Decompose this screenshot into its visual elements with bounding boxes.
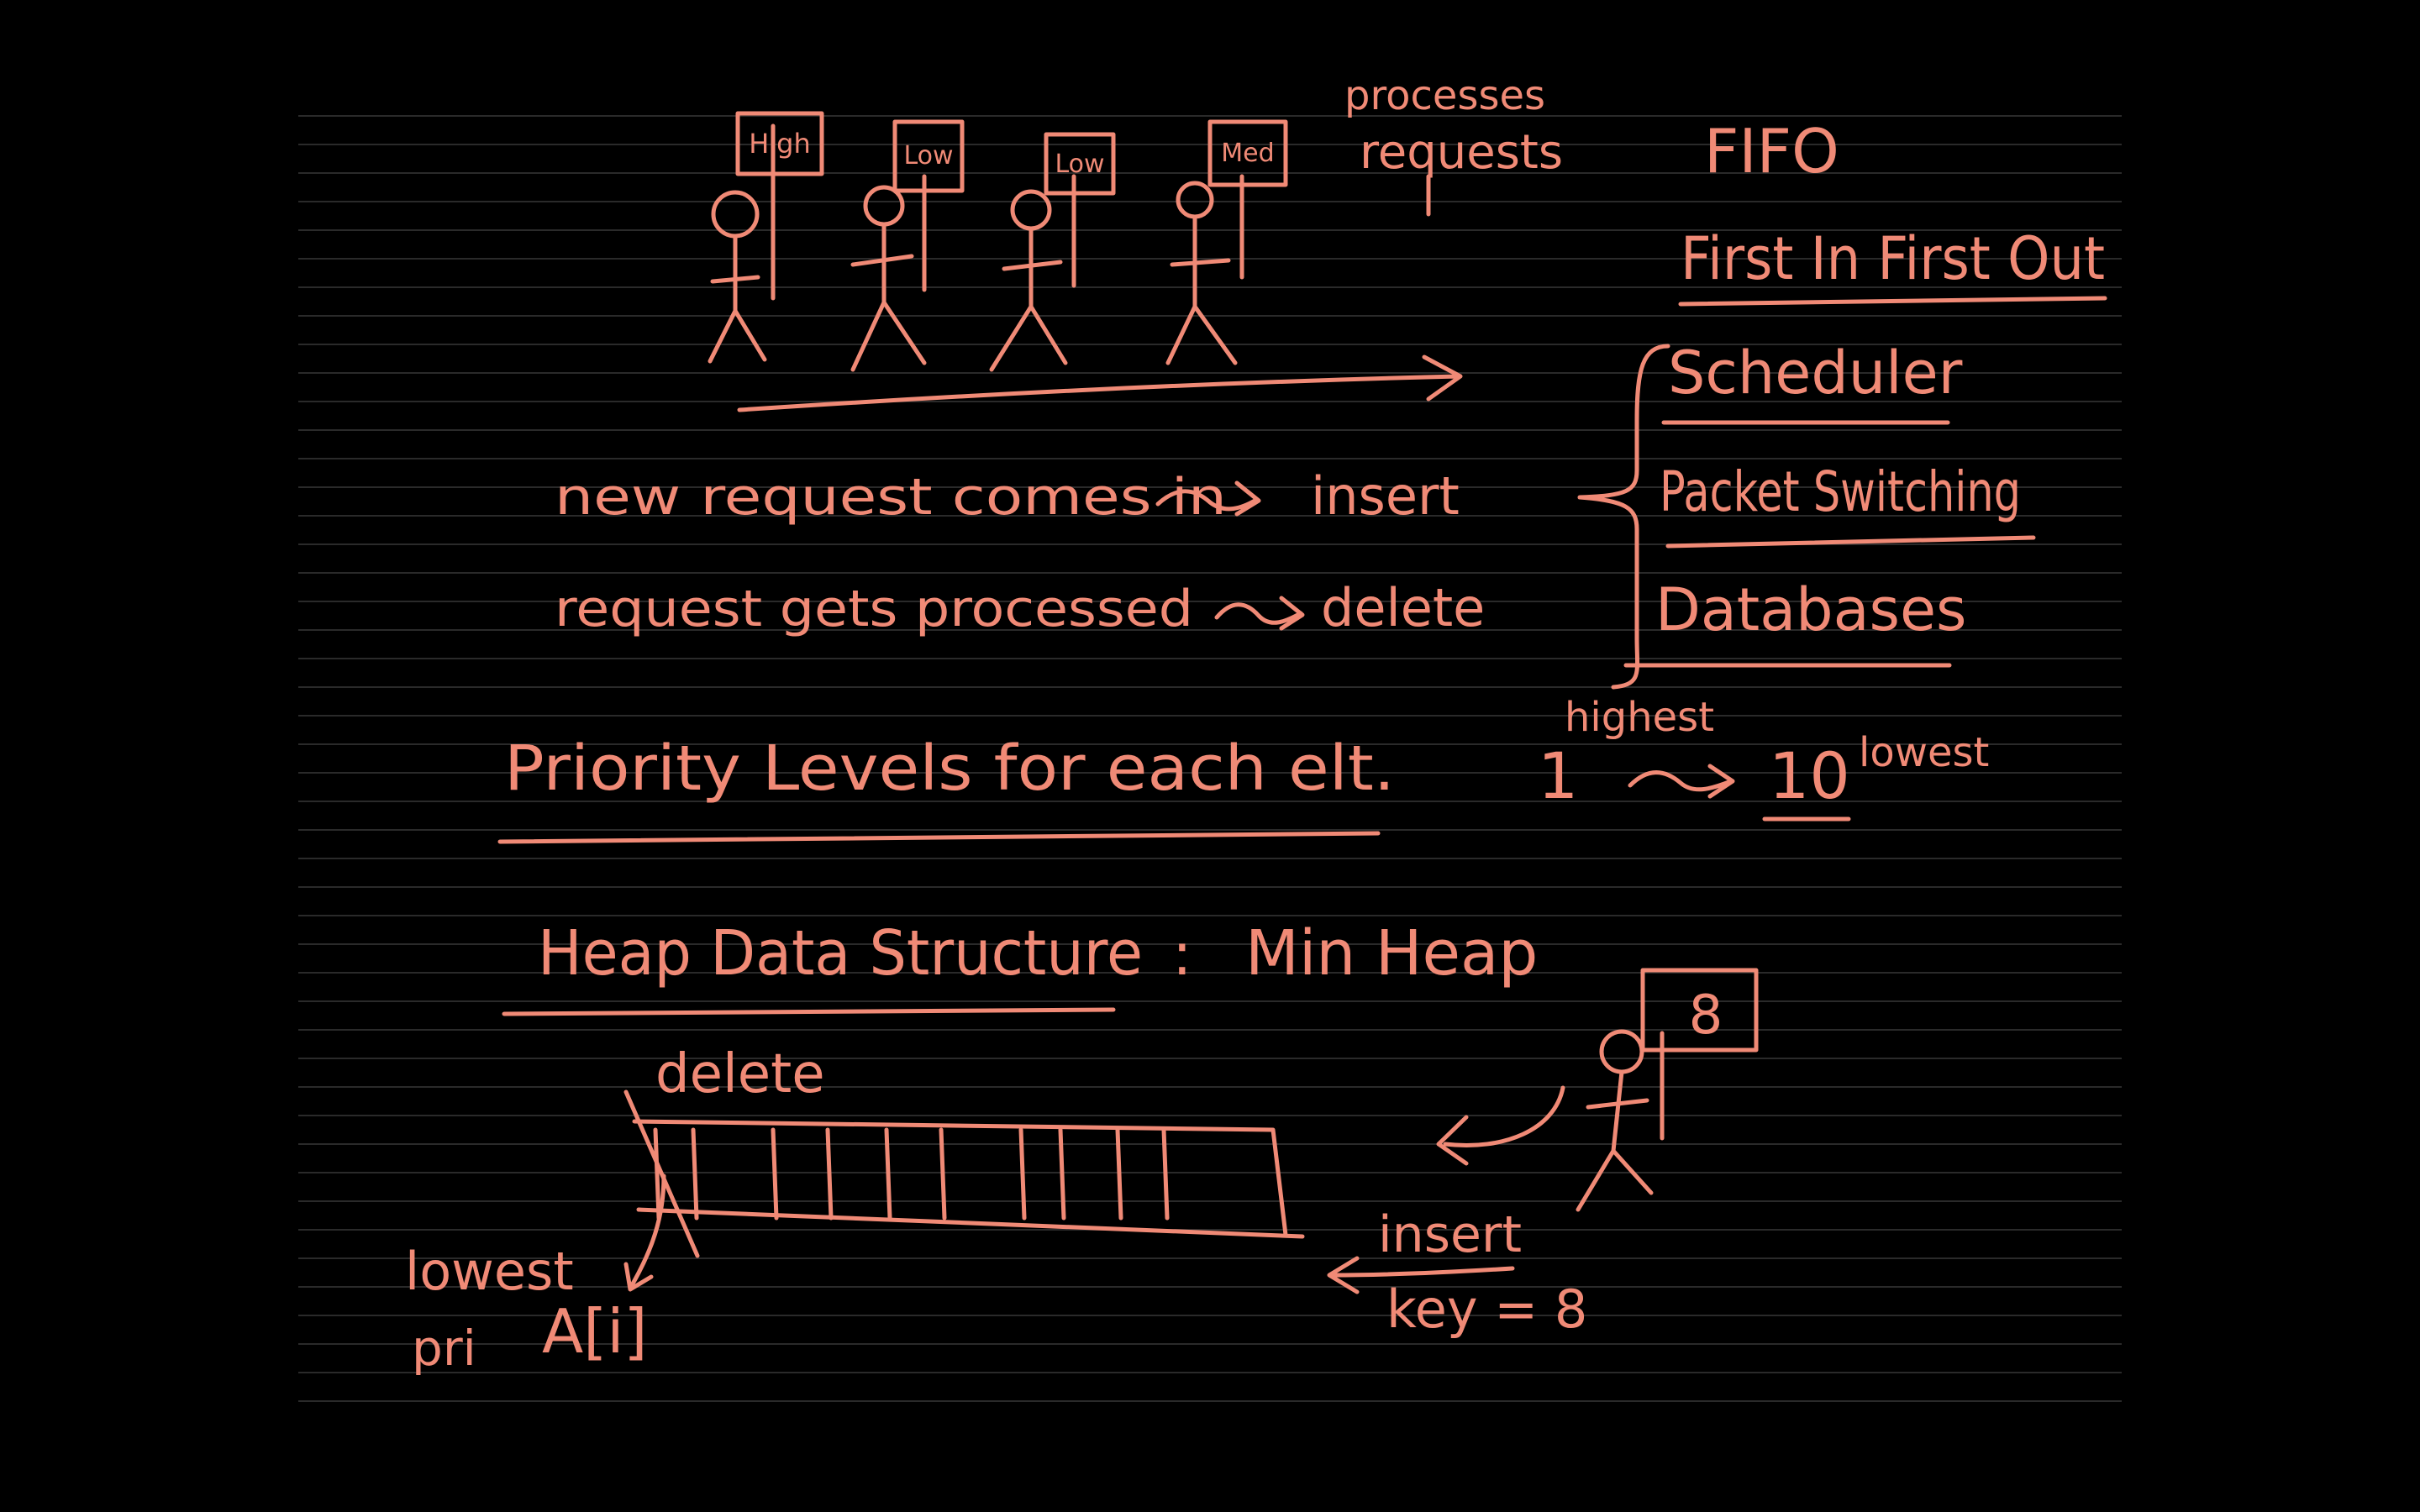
heap-lowest-label-2: pri	[412, 1320, 476, 1377]
operation-event: new request comes in	[555, 468, 1227, 527]
queue-flag-label: Low	[1055, 150, 1104, 179]
array-cell-divider	[691, 1127, 699, 1221]
priority-underline	[497, 831, 1381, 844]
queue-illustration: High Low Low Med	[708, 111, 1463, 412]
queue-person-3: Low	[989, 132, 1116, 372]
heap-delete-label: delete	[655, 1043, 825, 1105]
array-cell-divider	[1161, 1127, 1170, 1221]
heap-insert-label: insert	[1378, 1205, 1522, 1264]
array-cell-divider	[825, 1127, 834, 1221]
priority-low-label: lowest	[1859, 729, 1989, 776]
priority-range-arrow	[1628, 764, 1735, 799]
queue-direction-arrow	[737, 354, 1463, 412]
heap-kind: Min Heap	[1245, 917, 1538, 990]
heap-separator: :	[1172, 920, 1192, 989]
incoming-curve-arrow	[1436, 1085, 1565, 1166]
fifo-underline	[1678, 296, 2107, 307]
incoming-flag-value: 8	[1689, 984, 1723, 1047]
queue-flag-label: Low	[903, 141, 953, 171]
fifo-title: FIFO	[1704, 116, 1839, 186]
priority-low-value: 10	[1769, 738, 1850, 813]
incoming-person: 8	[1576, 968, 1759, 1212]
queue-person-1: High	[708, 111, 824, 364]
delete-strike	[623, 1089, 700, 1258]
process-note-line1: processes	[1344, 72, 1545, 119]
priority-high-value: 1	[1538, 738, 1578, 813]
queue-flag-label: High	[749, 128, 811, 160]
heap-array-label: A[i]	[542, 1296, 647, 1367]
array-cell-divider	[1018, 1127, 1027, 1221]
priority-high-label: highest	[1565, 694, 1714, 741]
array-cell-divider	[771, 1127, 779, 1221]
operation-insert-line: new request comes in insert	[555, 465, 1460, 527]
array-cell-divider	[1058, 1127, 1066, 1221]
squiggle-arrow	[1214, 596, 1305, 631]
queue-person-2: Low	[850, 119, 965, 372]
ruled-lines	[298, 115, 2122, 1402]
applications-brace	[1577, 344, 1670, 690]
heap-title: Heap Data Structure	[538, 917, 1143, 990]
operation-op: insert	[1311, 465, 1460, 527]
fifo-expansion: First In First Out	[1681, 224, 2105, 293]
squiggle-arrow	[1155, 480, 1261, 517]
application-item-scheduler: Scheduler	[1668, 339, 1963, 407]
heap-title-underline	[502, 1007, 1116, 1016]
array-cell-divider	[884, 1127, 892, 1221]
delete-pointer-arrow	[623, 1173, 666, 1292]
application-underline	[1665, 535, 2036, 549]
queue-person-4: Med	[1165, 119, 1288, 365]
application-item-packet-switching: Packet Switching	[1660, 459, 2021, 524]
heap-array	[623, 1089, 1305, 1258]
priority-statement: Priority Levels for each elt.	[504, 732, 1395, 805]
operation-delete-line: request gets processed delete	[555, 577, 1485, 638]
heap-array-cells	[653, 1127, 1170, 1221]
process-note-line2: requests	[1360, 125, 1563, 180]
queue-flag-label: Med	[1221, 139, 1274, 168]
application-item-databases: Databases	[1655, 575, 1966, 644]
array-cell-divider	[939, 1127, 947, 1221]
heap-lowest-label: lowest	[405, 1241, 574, 1302]
heap-key-label: key = 8	[1386, 1278, 1587, 1340]
insert-arrow	[1327, 1256, 1515, 1294]
array-cell-divider	[1115, 1127, 1123, 1221]
operation-event: request gets processed	[555, 580, 1193, 638]
operation-op: delete	[1321, 577, 1485, 638]
array-cell-divider	[653, 1127, 661, 1221]
